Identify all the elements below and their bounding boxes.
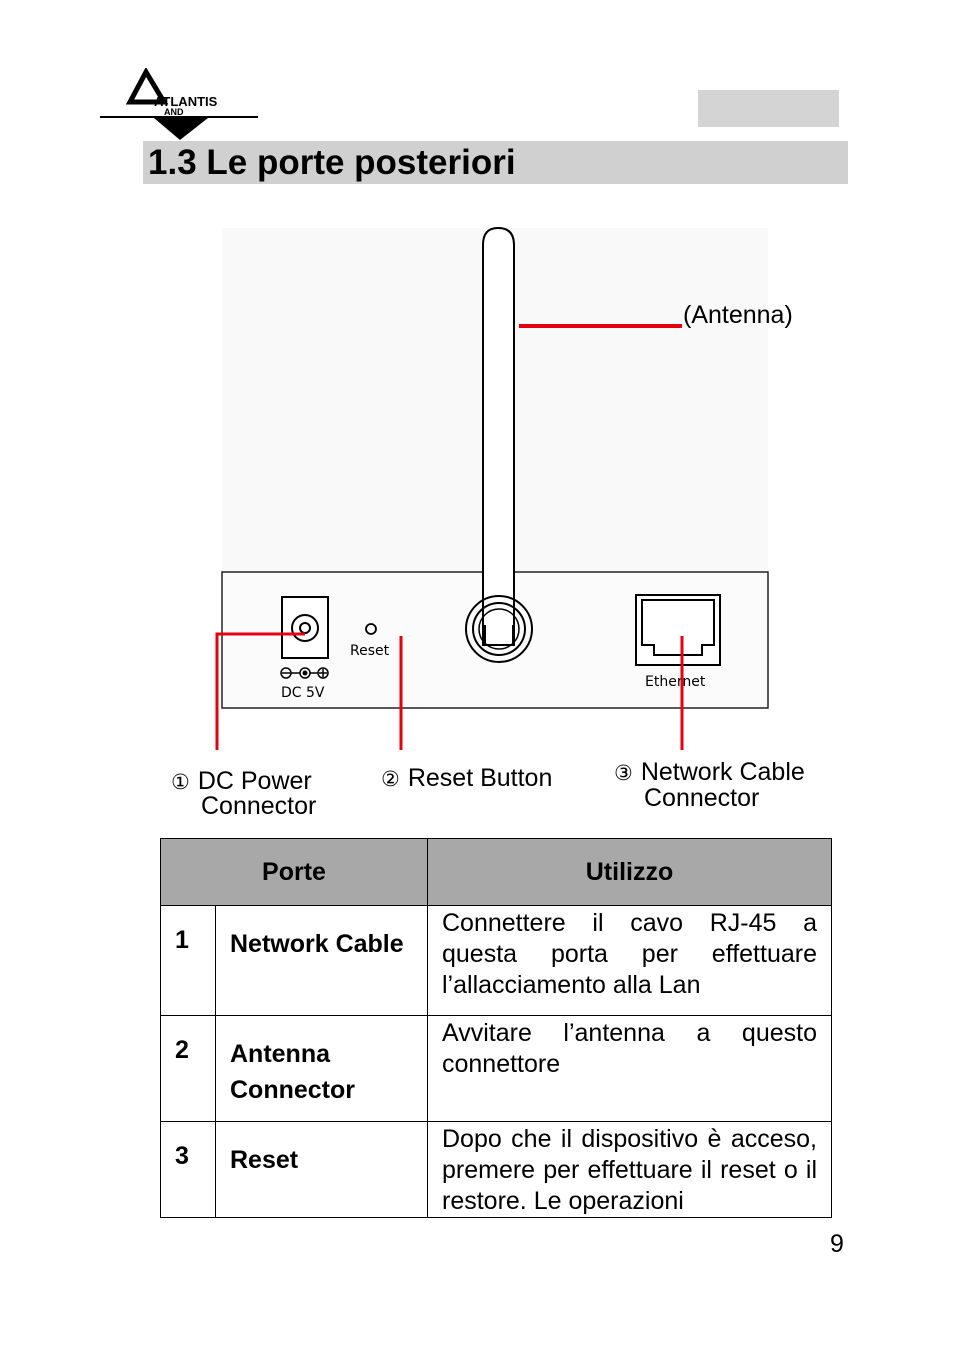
ethernet-label: Ethernet <box>645 674 706 690</box>
reset-label: Reset <box>350 643 390 659</box>
callout-number: ② <box>381 767 400 791</box>
antenna <box>482 226 515 646</box>
antenna-connector-nut <box>465 595 533 663</box>
callout-dc-power-line2: Connector <box>201 792 317 820</box>
callout-dc-power: ① DC Power <box>171 768 312 795</box>
callout-reset: ② Reset Button <box>381 765 552 792</box>
callout-text: Network Cable <box>640 758 805 786</box>
atlantis-land-logo: ATLANTIS AND <box>100 68 258 140</box>
row-number: 1 <box>160 905 216 1016</box>
table-header-row: Porte Utilizzo <box>160 838 832 906</box>
callout-number: ① <box>171 770 190 794</box>
table-row: 3 Reset Dopo che il dispositivo è acceso… <box>160 1121 832 1218</box>
header-gray-box <box>698 90 839 127</box>
port-usage: Connettere il cavo RJ-45 a questa porta … <box>427 905 832 1016</box>
port-usage: Dopo che il dispositivo è acceso, premer… <box>427 1121 832 1218</box>
logo-text: ATLANTIS <box>154 94 218 109</box>
callout-number: ③ <box>614 761 633 785</box>
rear-panel-diagram: DC 5V Reset Ethernet <box>215 226 769 750</box>
dc-label: DC 5V <box>281 685 325 701</box>
port-name: Antenna Connector <box>215 1015 428 1122</box>
section-title: 1.3 Le porte posteriori <box>148 143 516 182</box>
ethernet-port <box>635 594 721 666</box>
antenna-label: (Antenna) <box>683 301 793 329</box>
ports-table: Porte Utilizzo 1 Network Cable Connetter… <box>160 838 832 1218</box>
dc-power-jack <box>281 596 329 659</box>
polarity-symbol <box>280 667 329 679</box>
row-number: 3 <box>160 1121 216 1218</box>
callout-network-cable-line2: Connector <box>644 784 760 812</box>
table-row: 2 Antenna Connector Avvitare l’antenna a… <box>160 1015 832 1122</box>
port-name: Reset <box>215 1121 428 1218</box>
port-usage: Avvitare l’antenna a questo connettore <box>427 1015 832 1122</box>
callout-text: DC Power <box>197 767 312 795</box>
callout-text: Reset Button <box>407 764 553 792</box>
port-name: Network Cable <box>215 905 428 1016</box>
reset-hole <box>365 623 377 635</box>
table-row: 1 Network Cable Connettere il cavo RJ-45… <box>160 905 832 1016</box>
row-number: 2 <box>160 1015 216 1122</box>
column-header-porte: Porte <box>160 838 428 906</box>
logo-subtext: AND <box>164 107 184 117</box>
column-header-utilizzo: Utilizzo <box>427 838 832 906</box>
page-number: 9 <box>830 1230 844 1258</box>
dc-leader-line <box>215 632 305 750</box>
title-bar <box>143 141 848 184</box>
callout-network-cable: ③ Network Cable <box>614 759 805 786</box>
